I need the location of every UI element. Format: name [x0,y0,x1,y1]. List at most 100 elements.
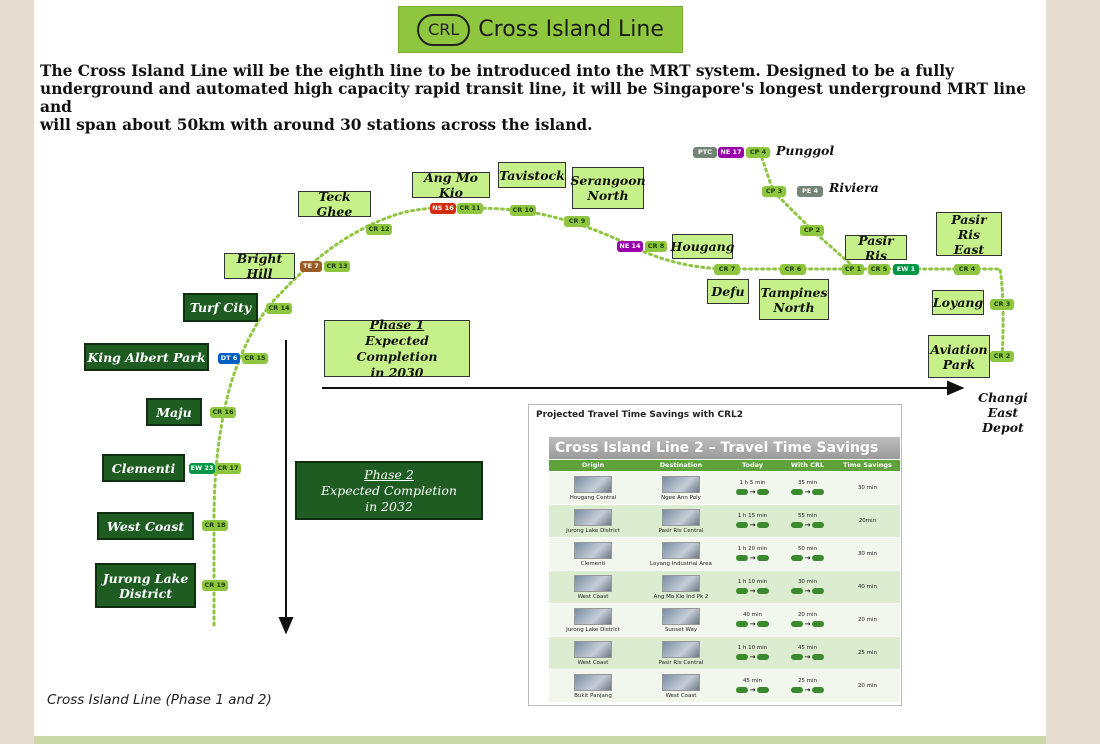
location-photo [662,640,700,658]
origin-cell-text: Clementi [580,560,606,567]
with-crl-cell-text: 50 min [797,546,818,552]
chip-cr7: CR 7 [714,264,740,275]
station-punggol: Punggol [776,143,835,158]
train-icon [812,588,825,594]
station-clementi: Clementi [102,454,185,482]
today-cell-text: 45 min [742,678,763,684]
with-crl-cell: 50 min → [780,538,835,570]
origin-cell-text: Jurong Lake District [566,626,620,633]
station-tampines-north: Tampines North [759,279,829,320]
destination-cell-text: Pasir Ris Central [658,527,704,534]
chip-cr10: CR 10 [510,205,536,216]
origin-cell: West Coast [549,571,637,603]
chip-cr16: CR 16 [210,407,236,418]
transit-mode-icons: → [735,587,770,595]
today-cell-text: 40 min [742,612,763,618]
phase1-box: Phase 1 Expected Completion in 2030 [324,317,470,380]
with-crl-cell: 35 min→ [780,472,835,504]
transit-mode-icons: → [790,521,825,529]
chip-cr3: CR 3 [990,299,1014,310]
arrow-icon: → [804,554,811,562]
arrow-icon: → [749,686,756,694]
phase1-line2: Expected Completion [356,332,438,364]
train-icon [812,555,825,561]
map-caption: Cross Island Line (Phase 1 and 2) [47,692,272,708]
destination-cell-text: West Coast [665,692,697,699]
chip-cr13: CR 13 [324,261,350,272]
arrow-icon: → [749,587,756,595]
destination-cell-text: Ngee Ann Poly [661,494,701,501]
with-crl-cell-text: 45 min [797,645,818,651]
col-destination: Destination [659,461,703,469]
transit-mode-icons: → [735,653,770,661]
travel-arrows [278,340,965,635]
travel-table-header: Origin Destination Today With CRL Time S… [549,460,900,471]
location-photo [574,574,612,592]
title-banner: CRL Cross Island Line [398,6,683,53]
chip-te7: TE 7 [300,261,322,272]
arrow-icon: → [804,521,811,529]
with-crl-cell-text: 55 min [797,513,818,519]
today-cell: 1 h 20 min→ [725,538,780,570]
origin-cell-text: Bukit Panjang [574,692,612,699]
origin-cell: Bukit Panjang [549,670,637,702]
train-icon [757,687,770,693]
station-west-coast: West Coast [97,512,194,540]
train-icon [735,687,748,693]
location-photo [662,508,700,526]
train-icon [812,687,825,693]
train-icon [757,654,770,660]
train-icon [735,621,748,627]
with-crl-cell: 30 min→ [780,571,835,603]
chip-ptc: PTC [693,147,717,158]
station-changi-east-depot: Changi East Depot [978,390,1028,435]
phase2-line3: in 2032 [365,498,413,514]
destination-cell-text: Sunset Way [664,626,698,633]
train-icon [757,489,770,495]
location-photo [662,574,700,592]
station-loyang: Loyang [932,290,984,315]
with-crl-cell: 45 min→ [780,637,835,669]
arrow-icon: → [749,554,756,562]
location-photo [574,640,612,658]
with-crl-cell-text: 35 min [797,480,818,486]
train-icon [790,588,803,594]
station-teck-ghee: Teck Ghee [298,189,371,219]
station-riviera: Riviera [829,180,879,195]
origin-cell: Clementi [549,538,637,570]
station-tavistock: Tavistock [498,162,566,188]
station-ang-mo-kio: Ang Mo Kio [412,170,490,200]
transit-mode-icons: → [790,686,825,694]
train-icon [735,588,748,594]
chip-ns16: NS 16 [430,203,456,214]
phase1-arrow-head [947,380,965,396]
arrow-icon: → [749,488,756,496]
train-icon [790,654,803,660]
train-icon [812,621,825,627]
transit-mode-icons: → [735,554,770,562]
today-cell: 1 h 5 min→ [725,472,780,504]
station-aviation-park: Aviation Park [928,335,990,378]
savings-cell-text: 30 min [857,551,878,557]
destination-cell: Pasir Ris Central [637,637,725,669]
station-hougang: Hougang [671,234,734,259]
arrow-icon: → [804,686,811,694]
chip-cp3: CP 3 [762,186,786,197]
transit-mode-icons: → [735,521,770,529]
chip-cr2: CR 2 [990,351,1014,362]
destination-cell: Pasir Ris Central [637,505,725,537]
station-pasir-ris: Pasir Ris [845,233,907,263]
chip-ew1: EW 1 [893,264,919,275]
savings-cell-text: 20 min [857,683,878,689]
train-icon [812,654,825,660]
savings-cell-text: 30 min [857,485,878,491]
destination-cell: Loyang Industrial Area [637,538,725,570]
travel-table-heading: Projected Travel Time Savings with CRL2 [536,410,744,420]
origin-cell-text: West Coast [577,593,609,600]
today-cell: 1 h 10 min→ [725,571,780,603]
transit-mode-icons: → [790,620,825,628]
with-crl-cell: 20 min→ [780,604,835,636]
arrow-icon: → [749,620,756,628]
